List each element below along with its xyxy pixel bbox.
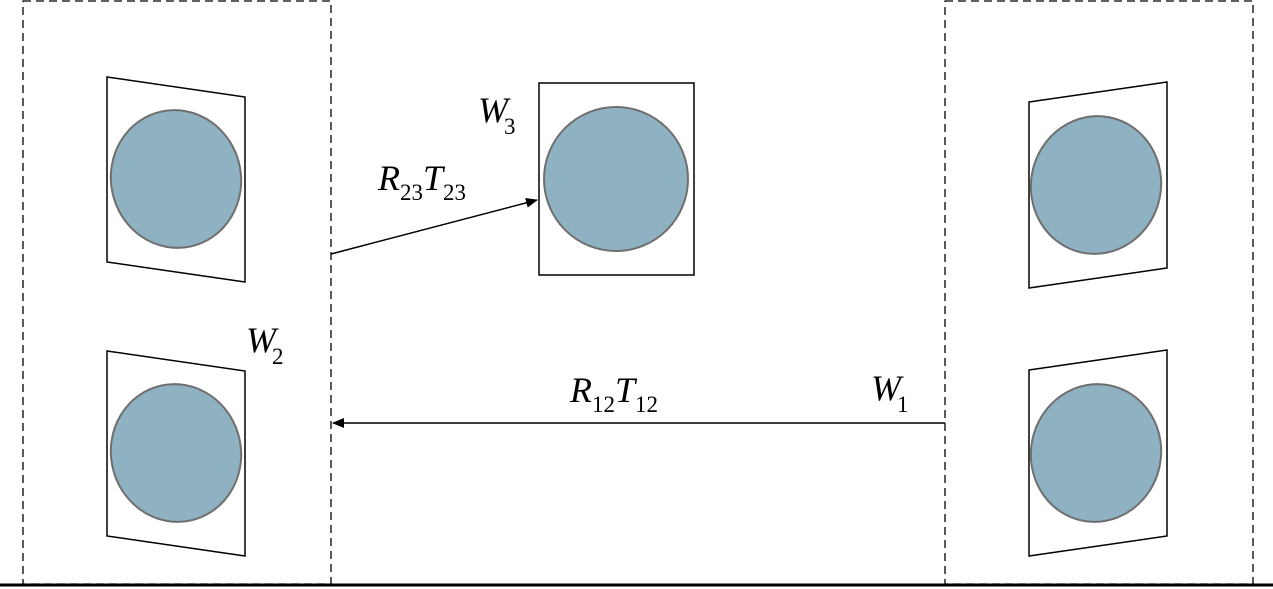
label-t23-sub: 23	[443, 180, 466, 205]
w1-upper-frame	[1028, 81, 1168, 289]
label-w3: W3	[478, 90, 516, 139]
label-r12: R	[569, 370, 592, 410]
label-w2-sub: 2	[272, 344, 284, 369]
label-w2: W2	[246, 320, 284, 369]
label-r12-sub: 12	[592, 392, 615, 417]
label-r23-sub: 23	[400, 180, 423, 205]
w1-upper-disc	[1029, 115, 1163, 255]
label-t23: T	[423, 158, 446, 198]
label-w3-main: W	[478, 90, 511, 130]
label-r12-t12: R12T12	[569, 370, 658, 417]
w3-frame	[538, 82, 695, 276]
label-r23-t23: R23T23	[377, 158, 466, 205]
label-t12: T	[615, 370, 638, 410]
w2-upper-frame	[106, 76, 246, 283]
arrow-w2-to-w3	[330, 197, 538, 255]
w3-disc	[543, 106, 689, 252]
label-w2-main: W	[246, 320, 279, 360]
label-t12-sub: 12	[635, 392, 658, 417]
w1-lower-disc	[1029, 383, 1163, 523]
label-w1: W1	[871, 368, 909, 417]
label-w3-sub: 3	[504, 114, 516, 139]
label-r23: R	[377, 158, 400, 198]
w1-lower-frame	[1028, 349, 1168, 557]
w2-upper-disc	[109, 109, 243, 249]
w2-lower-disc	[109, 383, 243, 523]
w2-lower-frame	[106, 350, 246, 557]
label-w1-sub: 1	[897, 392, 909, 417]
label-w1-main: W	[871, 368, 904, 408]
